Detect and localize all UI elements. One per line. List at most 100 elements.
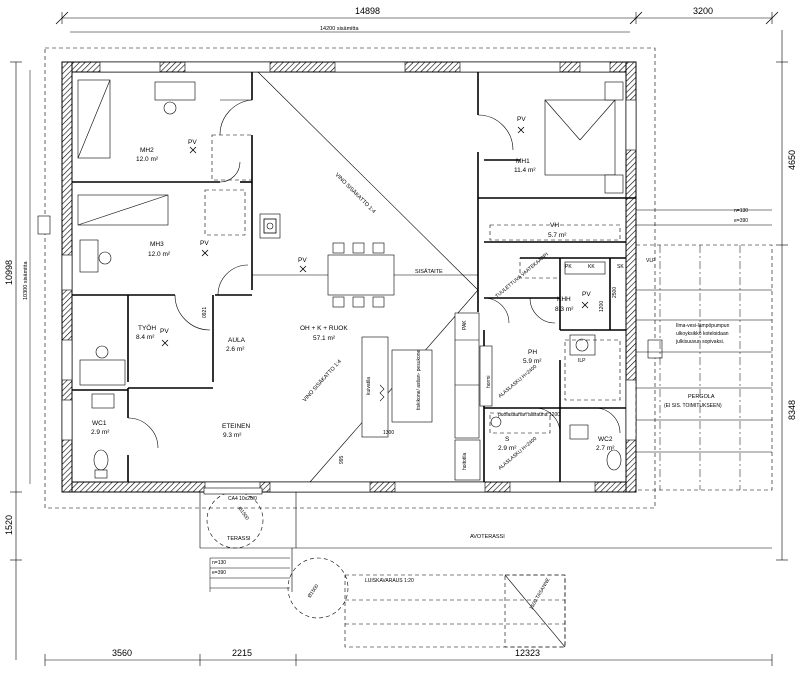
room-s-area: 2.9 m² [498,445,517,452]
dim-top-total: 14898 [355,6,380,16]
room-eteinen-area: 9.3 m² [223,432,242,439]
sink-icon [91,393,115,409]
closet-mh3 [204,189,246,236]
room-labels: MH2 12.0 m² PV MH3 12.0 m² PV MH1 11.4 m… [91,116,615,452]
label-pk: PK [565,264,572,270]
label-luiskavaraus: LUISKAVARAUS 1:20 [365,578,414,584]
dim-1300: 1300 [383,430,394,436]
dimension-bottom: 3560 2215 12323 [44,648,773,666]
toilet-icon-wc2 [606,449,622,471]
label-tuuletus: TUULETTUVA VAATEKAAPPI [494,252,549,300]
ramp-reservation [344,574,566,648]
ilp-note-3: julkisuuvun sopivaksi. [675,339,724,345]
dim-top-inner: 14200 sisämitta [320,26,359,32]
room-mh2-area: 12.0 m² [136,156,159,163]
dim-right-lower: 8348 [787,400,797,420]
room-mh2-name: MH2 [140,147,154,154]
room-mh3-pv: PV [200,240,209,247]
room-s-name: S [505,436,510,443]
roof-overhang [44,47,656,509]
furniture [77,79,624,481]
label-ilp: ILP [578,358,586,364]
label-tiskikone: tiskikone/ astian- pesukone [416,349,422,410]
label-alaslasku-2: ALASLASKU H=2400 [497,436,538,472]
room-ohkruok-name: OH + K + RUOK [300,325,348,332]
pv-cross-icon [161,126,589,347]
label-vlp: VLP [646,258,656,264]
label-puolasauna: puolasaunan alarauna 1200 [498,412,560,418]
exterior-unit [37,215,51,235]
ilp-note-1: Ilma-vesi-lämpöpumpun [676,323,730,329]
label-d1500-2: Ø1500 [307,583,321,599]
label-ca4: CA4 10x20/0 [228,496,257,502]
dining-table [327,254,395,296]
label-vino-1: VINO SISÄKATTO 1:4 [334,171,377,214]
label-avoterassi: AVOTERASSI [470,534,505,540]
fireplace-icon [259,213,281,239]
pergola-label: PERGOLA [688,394,715,400]
room-mh3-name: MH3 [150,241,164,248]
pergola-sub: (EI SIS. TOIMITUKSEEN) [664,403,722,409]
room-aula-name: AULA [228,337,246,344]
dim-right-upper: 4650 [787,150,797,170]
room-mh1-pv: PV [517,116,526,123]
terrace: AVOTERASSI TERASSI CA4 10x20/0 Ø1500 Ø15… [199,491,772,648]
room-tyoh-pv: PV [160,328,169,335]
dim-left-inner: 10300 sisämitta [23,261,29,300]
room-ph-name: PH [528,349,537,356]
ilp-outdoor-unit [647,339,663,359]
dim-bottom-1: 3560 [112,648,132,658]
room-aula-area: 2.6 m² [226,346,245,353]
room-mh3-area: 12.0 m² [148,251,171,258]
e390-bottom: e=390 [212,570,226,576]
dimension-right: 4650 8348 [776,30,797,561]
room-ohkruok-area: 57.1 m² [313,335,336,342]
entrance-step [203,487,263,495]
room-wc2-area: 2.7 m² [596,445,615,452]
room-mh1-name: MH1 [516,158,530,165]
room-wc2-name: WC2 [598,436,613,443]
n130-top: n=130 [734,208,748,214]
desk-tyoh [79,359,126,386]
desk-mh2 [154,81,196,101]
room-ph-area: 5.9 m² [523,358,542,365]
dim-2500: 2500 [612,287,618,298]
kitchen-counter [391,349,433,423]
label-kk: KK [588,264,595,270]
room-tyoh-name: TYÖH [138,324,156,332]
label-sk: SK [617,264,624,270]
label-alaslasku-1: ALASLASKU H=2400 [497,364,538,400]
label-hormi: hormi [486,375,492,388]
label-terassi: TERASSI [227,536,251,542]
roof-diagonal-1 [257,71,479,291]
label-vino-2: VINO SISÄKATTO 1:4 [301,358,343,403]
bed-mh1 [544,99,616,176]
kitchen-wall-unit [454,312,480,439]
kitchen-island [361,336,389,438]
room-khh-pv: PV [582,291,591,298]
pergola: PERGOLA (EI SIS. TOIMITUKSEEN) n=130 e=3… [635,208,773,491]
room-mh1-area: 11.4 m² [514,167,536,174]
dim-left-bottom: 1520 [4,515,14,535]
label-kuiva: kuivatila [366,377,372,395]
dimension-top: 14898 3200 14200 sisämitta [55,6,779,33]
toilet-icon [93,449,109,471]
ilp-note-2: ulkoyksikkö koteloidaan [676,331,729,337]
dim-995: 995 [339,455,345,464]
room-eteinen-name: ETEINEN [222,423,250,430]
room-khh-area: 8.3 m² [555,306,574,313]
room-wc1-area: 2.9 m² [91,429,110,436]
closet-mh2 [211,134,253,181]
room-wc1-name: WC1 [92,420,107,427]
dim-bottom-3: 12323 [515,648,540,658]
room-ohkruok-pv: PV [298,257,307,264]
turning-circle-1 [206,491,264,549]
label-pak: PAK [462,320,468,330]
desk-mh3 [79,239,99,273]
hormi [479,345,493,407]
label-tasanne: 1500 TASANNE [529,577,552,611]
n130-bottom: n=130 [212,560,226,566]
dim-0921: 0921 [202,307,208,318]
room-vh-area: 5.7 m² [548,232,567,239]
